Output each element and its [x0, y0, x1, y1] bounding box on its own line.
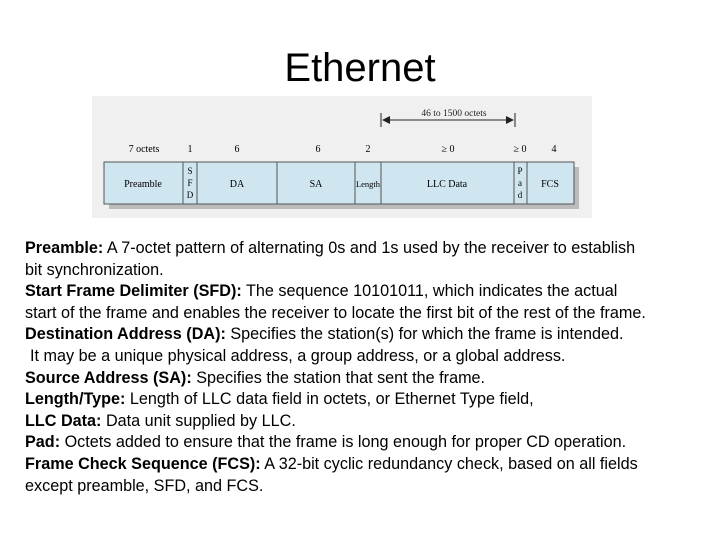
size-fcs: 4: [552, 144, 557, 155]
definition-line: except preamble, SFD, and FCS.: [25, 476, 715, 498]
definition-text: Length of LLC data field in octets, or E…: [125, 390, 534, 409]
definition-text: Octets added to ensure that the frame is…: [60, 433, 627, 452]
field-fcs: FCS: [541, 179, 559, 190]
definition-text: bit synchronization.: [25, 260, 164, 279]
span-label: 46 to 1500 octets: [421, 109, 486, 119]
frame-box: [103, 161, 575, 205]
field-da: DA: [230, 179, 245, 190]
frame-format-svg: 46 to 1500 octets 7 octets 1 6 6 2 ≥ 0 ≥…: [103, 109, 579, 209]
definition-term: Preamble:: [25, 239, 104, 257]
field-pad-line: d: [518, 190, 523, 200]
field-preamble: Preamble: [124, 179, 162, 190]
definition-line: Start Frame Delimiter (SFD): The sequenc…: [25, 281, 715, 303]
definition-term: Pad:: [25, 433, 61, 452]
size-sfd: 1: [188, 144, 193, 155]
field-pad-line: a: [518, 178, 522, 188]
definition-line: Pad: Octets added to ensure that the fra…: [25, 432, 715, 454]
definition-text: A 32-bit cyclic redundancy check, based …: [260, 454, 638, 473]
definition-text: It may be a unique physical address, a g…: [30, 346, 566, 365]
ethernet-frame-diagram: 46 to 1500 octets 7 octets 1 6 6 2 ≥ 0 ≥…: [92, 96, 592, 218]
size-llc-data: ≥ 0: [442, 144, 455, 155]
definition-term: Frame Check Sequence (FCS):: [25, 454, 261, 473]
definition-line: Length/Type: Length of LLC data field in…: [25, 389, 715, 411]
definition-line: It may be a unique physical address, a g…: [25, 346, 715, 368]
field-pad-line: P: [517, 166, 522, 176]
field-sfd-line: D: [187, 190, 194, 200]
field-length: Length: [356, 179, 381, 189]
definition-text: A 7-octet pattern of alternating 0s and …: [103, 239, 636, 257]
definition-text: Specifies the station(s) for which the f…: [225, 325, 624, 344]
field-llc-data: LLC Data: [427, 179, 468, 190]
definition-line: Frame Check Sequence (FCS): A 32-bit cyc…: [25, 454, 715, 476]
size-da: 6: [235, 144, 240, 155]
definition-term: Destination Address (DA):: [25, 325, 226, 344]
definition-line: Preamble: A 7-octet pattern of alternati…: [25, 238, 715, 260]
definition-term: Source Address (SA):: [25, 368, 192, 387]
size-pad: ≥ 0: [514, 144, 527, 155]
field-definitions: Preamble: A 7-octet pattern of alternati…: [25, 238, 715, 497]
definition-text: start of the frame and enables the recei…: [25, 303, 646, 322]
slide-title: Ethernet: [284, 46, 436, 90]
size-length: 2: [366, 144, 371, 155]
definition-line: LLC Data: Data unit supplied by LLC.: [25, 411, 715, 433]
definition-line: Destination Address (DA): Specifies the …: [25, 324, 715, 346]
definition-term: LLC Data:: [25, 411, 102, 430]
definition-line: bit synchronization.: [25, 260, 715, 282]
definition-text: Specifies the station that sent the fram…: [191, 368, 486, 387]
size-preamble: 7 octets: [129, 144, 160, 155]
field-sfd-line: F: [187, 178, 192, 188]
definition-text: Data unit supplied by LLC.: [101, 411, 296, 430]
definition-text: The sequence 10101011, which indicates t…: [241, 282, 618, 301]
field-sfd-line: S: [187, 166, 192, 176]
definition-line: Source Address (SA): Specifies the stati…: [25, 368, 715, 390]
definition-line: start of the frame and enables the recei…: [25, 303, 715, 325]
size-sa: 6: [316, 144, 321, 155]
definition-term: Start Frame Delimiter (SFD):: [25, 282, 242, 301]
definition-term: Length/Type:: [25, 390, 126, 409]
field-sa: SA: [310, 179, 324, 190]
definition-text: except preamble, SFD, and FCS.: [25, 476, 264, 495]
